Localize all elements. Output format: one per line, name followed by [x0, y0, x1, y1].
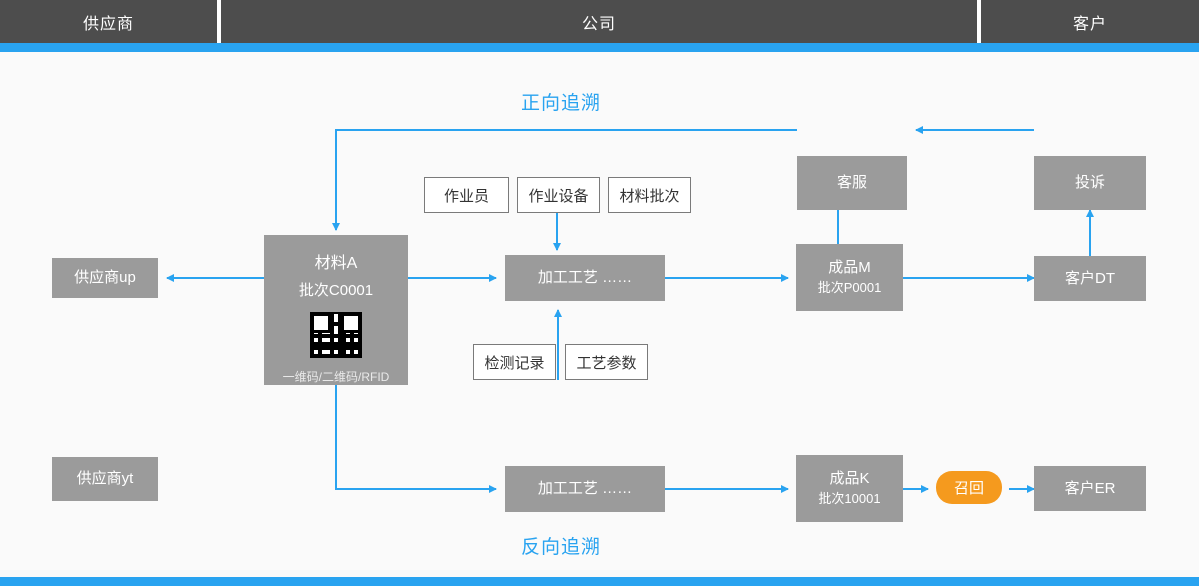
qr-code-icon: [310, 312, 362, 358]
node-process-top-label: 加工工艺 ……: [537, 269, 633, 287]
node-recall-label: 召回: [953, 480, 984, 497]
node-process-parameters[interactable]: 工艺参数: [565, 344, 648, 380]
header-column-customer-label: 客户: [1072, 15, 1107, 33]
node-complaint-label: 投诉: [1074, 174, 1105, 192]
node-product-k[interactable]: 成品K 批次10001: [796, 455, 903, 522]
node-material-batch[interactable]: 材料批次: [608, 177, 691, 213]
header-column-supplier-label: 供应商: [82, 15, 134, 33]
accent-bar-top: [0, 43, 1199, 52]
node-complaint[interactable]: 投诉: [1034, 156, 1146, 210]
node-material-batch-label: 材料批次: [619, 187, 680, 205]
node-recall-badge[interactable]: 召回: [936, 471, 1002, 504]
node-material-a-code-types: 一维码/二维码/RFID: [282, 370, 390, 384]
node-product-m-title: 成品M: [828, 259, 871, 277]
node-product-k-title: 成品K: [829, 470, 870, 488]
accent-bar-bottom: [0, 577, 1199, 586]
node-equipment[interactable]: 作业设备: [517, 177, 600, 213]
node-equipment-label: 作业设备: [528, 187, 589, 205]
node-supplier-up[interactable]: 供应商up: [52, 258, 158, 298]
node-customer-service[interactable]: 客服: [797, 156, 907, 210]
node-product-k-batch: 批次10001: [818, 490, 881, 506]
node-supplier-up-label: 供应商up: [74, 269, 136, 287]
node-material-a[interactable]: 材料A 批次C0001 一维码/二维码/RFID: [264, 235, 408, 385]
reverse-trace-label: 反向追溯: [521, 537, 602, 558]
diagram-canvas: 正向追溯 反向追溯 供应商up 供应商yt 材料A 批次C0001 一维码/二维…: [0, 52, 1199, 577]
node-supplier-yt[interactable]: 供应商yt: [52, 457, 158, 501]
node-customer-er[interactable]: 客户ER: [1034, 466, 1146, 511]
node-customer-er-label: 客户ER: [1064, 479, 1116, 497]
forward-trace-label: 正向追溯: [521, 93, 602, 114]
header-column-customer: 客户: [981, 0, 1199, 43]
node-process-parameters-label: 工艺参数: [576, 354, 637, 372]
node-material-a-batch: 批次C0001: [298, 282, 374, 299]
node-process-top[interactable]: 加工工艺 ……: [505, 255, 665, 301]
node-process-bottom-label: 加工工艺 ……: [537, 480, 633, 498]
node-inspection-record[interactable]: 检测记录: [473, 344, 556, 380]
node-product-m-batch: 批次P0001: [817, 279, 882, 295]
node-inspection-record-label: 检测记录: [484, 354, 545, 372]
node-supplier-yt-label: 供应商yt: [76, 470, 134, 488]
node-process-bottom[interactable]: 加工工艺 ……: [505, 466, 665, 512]
header-column-company-label: 公司: [581, 15, 616, 33]
header-column-supplier: 供应商: [0, 0, 217, 43]
node-operator-label: 作业员: [443, 187, 489, 205]
node-customer-dt-label: 客户DT: [1065, 269, 1115, 287]
node-material-a-title: 材料A: [314, 255, 358, 272]
node-customer-service-label: 客服: [836, 174, 867, 192]
header-column-company: 公司: [221, 0, 977, 43]
node-customer-dt[interactable]: 客户DT: [1034, 256, 1146, 301]
node-operator[interactable]: 作业员: [424, 177, 509, 213]
header-band: 供应商 公司 客户: [0, 0, 1199, 43]
node-product-m[interactable]: 成品M 批次P0001: [796, 244, 903, 311]
